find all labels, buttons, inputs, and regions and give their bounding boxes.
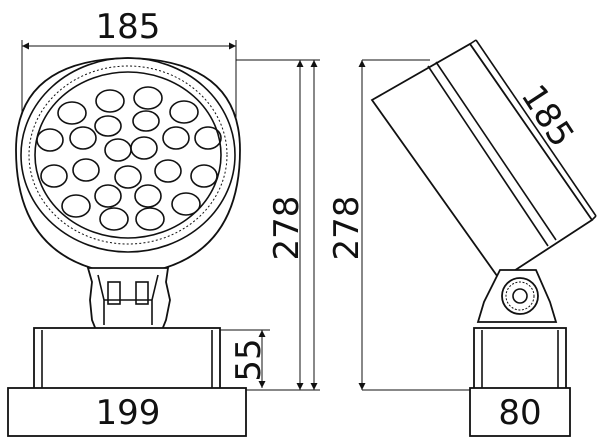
front-view: 185 [7, 7, 320, 437]
side-lamp-body [370, 39, 597, 282]
front-height-dimension-b [246, 60, 320, 391]
led-lens-array [36, 86, 222, 231]
side-view: 278 185 80 [327, 39, 597, 437]
front-height-dimension-a: 278 [236, 59, 320, 390]
front-base-width-label: 199 [96, 393, 161, 433]
front-base-height-label: 55 [229, 338, 269, 381]
front-width-dimension: 185 [21, 7, 237, 130]
front-base-height-dimension: 55 [220, 329, 270, 388]
side-height-dimension: 278 [327, 59, 470, 391]
front-height-label-b: 278 [327, 196, 367, 261]
front-height-label-a: 278 [267, 196, 307, 261]
side-base-width-label: 80 [498, 393, 541, 433]
front-bracket [86, 267, 171, 331]
side-base-width-dimension: 80 [498, 393, 541, 433]
front-base-width-dimension: 199 [96, 393, 161, 433]
front-base [7, 327, 247, 437]
side-pivot [476, 269, 558, 323]
side-base [469, 327, 571, 437]
front-width-label: 185 [96, 7, 161, 47]
